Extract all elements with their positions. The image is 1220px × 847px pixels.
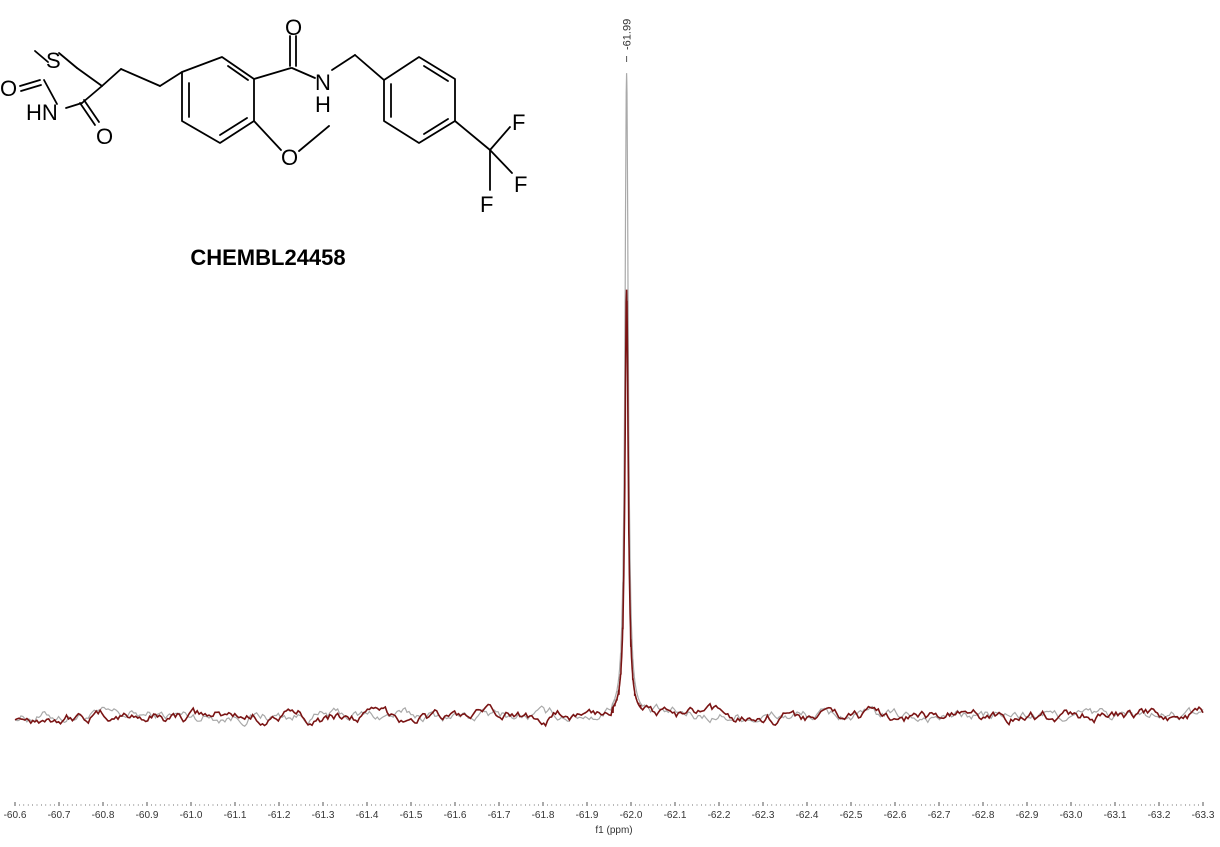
- x-tick-label: -61.9: [576, 810, 599, 821]
- atom-label: F: [480, 192, 493, 217]
- x-tick-label: -62.0: [620, 810, 643, 821]
- x-tick-label: -61.2: [268, 810, 291, 821]
- bond: [58, 52, 78, 69]
- bond: [76, 67, 103, 87]
- x-tick-label: -61.8: [532, 810, 555, 821]
- peak-labels: -61.99: [622, 19, 634, 62]
- bond: [79, 102, 96, 126]
- x-tick-label: -61.0: [180, 810, 203, 821]
- x-axis: -60.6 -60.7 -60.8 -60.9 -61.0 -61.1 -61.2 -61.3…: [4, 802, 1215, 821]
- bond: [101, 68, 122, 87]
- benzene-ring: [383, 56, 456, 144]
- bond: [489, 149, 513, 174]
- atom-label: O: [281, 145, 298, 170]
- x-tick-label: -62.1: [664, 810, 687, 821]
- bond: [423, 118, 449, 135]
- bond: [19, 79, 41, 87]
- bond: [81, 85, 103, 104]
- x-tick-label: -61.3: [312, 810, 335, 821]
- bond: [43, 79, 58, 105]
- spectrum-plot: [14, 73, 1204, 728]
- x-tick-label: -60.8: [92, 810, 115, 821]
- peak-label: -61.99: [622, 19, 634, 50]
- x-tick-label: -61.7: [488, 810, 511, 821]
- x-tick-label: -62.5: [840, 810, 863, 821]
- atom-label: N: [315, 70, 331, 95]
- atom-label: HN: [26, 100, 58, 125]
- bond: [227, 65, 249, 81]
- x-tick-label: -60.7: [48, 810, 71, 821]
- x-tick-label: -62.3: [752, 810, 775, 821]
- bond: [219, 117, 248, 136]
- x-tick-label: -62.9: [1016, 810, 1039, 821]
- bond: [83, 99, 100, 123]
- bond: [291, 67, 316, 79]
- bond: [65, 102, 83, 109]
- x-tick-label: -62.8: [972, 810, 995, 821]
- x-tick-label: -61.5: [400, 810, 423, 821]
- x-tick-label: -62.2: [708, 810, 731, 821]
- x-tick-label: -61.6: [444, 810, 467, 821]
- bond: [159, 71, 183, 87]
- x-tick-label: -60.6: [4, 810, 27, 821]
- bond: [34, 50, 49, 63]
- x-axis-label: f1 (ppm): [595, 825, 632, 836]
- bond: [454, 120, 491, 151]
- x-tick-label: -63.2: [1148, 810, 1171, 821]
- x-tick-label: -61.1: [224, 810, 247, 821]
- x-tick-label: -60.9: [136, 810, 159, 821]
- bond: [253, 67, 292, 80]
- bond: [354, 54, 385, 81]
- atom-label: O: [285, 15, 302, 40]
- x-tick-label: -62.7: [928, 810, 951, 821]
- atom-label: H: [315, 92, 331, 117]
- bond: [331, 54, 356, 71]
- benzene-ring: [181, 56, 255, 144]
- atom-label: F: [512, 110, 525, 135]
- x-tick-label: -62.6: [884, 810, 907, 821]
- x-tick-label: -61.4: [356, 810, 379, 821]
- bond: [423, 65, 449, 82]
- bond: [120, 68, 161, 87]
- compound-label: CHEMBL24458: [190, 245, 345, 270]
- atom-label: O: [96, 124, 113, 149]
- x-tick-label: -63.1: [1104, 810, 1127, 821]
- atom-label: O: [0, 76, 17, 101]
- x-tick-label: -62.4: [796, 810, 819, 821]
- atom-label: S: [46, 48, 61, 73]
- bond: [298, 125, 330, 152]
- x-tick-label: -63.0: [1060, 810, 1083, 821]
- chemical-structure: [19, 35, 513, 191]
- bond: [20, 84, 42, 92]
- spectrum-series: [14, 73, 1204, 727]
- atom-labels: O S HN O O N H O F F F: [0, 15, 527, 217]
- bond: [489, 126, 511, 151]
- x-tick-label: -63.3: [1192, 810, 1215, 821]
- bond: [253, 120, 282, 151]
- spectrum-series: [14, 289, 1204, 728]
- atom-label: F: [514, 172, 527, 197]
